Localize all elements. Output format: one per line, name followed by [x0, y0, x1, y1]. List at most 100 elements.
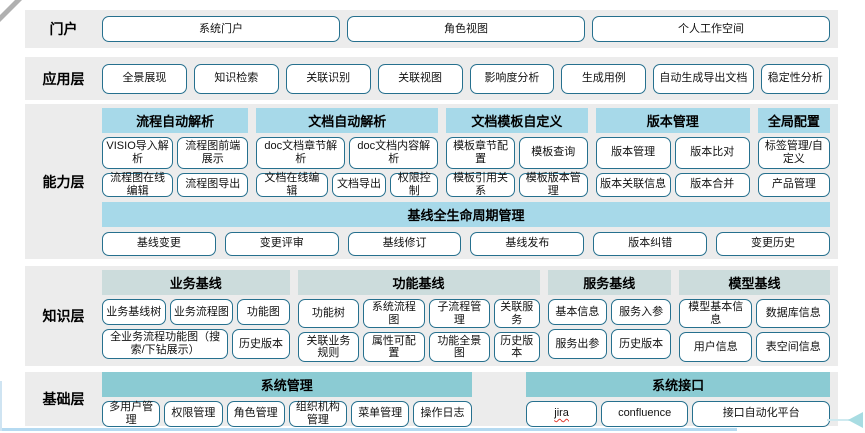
box-personal-workspace[interactable]: 个人工作空间 [592, 16, 830, 42]
box-subprocess-mgmt[interactable]: 子流程管理 [428, 298, 491, 329]
group-row: 关联业务规则 属性可配置 功能全景图 历史版本 [297, 332, 540, 363]
header-version-mgmt: 版本管理 [595, 107, 750, 133]
box-change-review[interactable]: 变更评审 [224, 231, 339, 256]
box-service-input-param[interactable]: 服务入参 [611, 298, 671, 325]
box-version-compare[interactable]: 版本比对 [674, 136, 750, 169]
box-business-flowchart[interactable]: 业务流程图 [169, 298, 234, 325]
box-flowchart-online-edit[interactable]: 流程图在线编辑 [102, 172, 174, 197]
box-function-diagram[interactable]: 功能图 [237, 298, 290, 325]
box-related-business-rule[interactable]: 关联业务规则 [297, 332, 360, 363]
box-panorama-display[interactable]: 全景展现 [102, 63, 187, 94]
box-tablespace-info[interactable]: 表空间信息 [756, 332, 830, 363]
foundation-gap [472, 372, 527, 427]
box-menu-mgmt[interactable]: 菜单管理 [351, 400, 410, 427]
box-baseline-change[interactable]: 基线变更 [102, 231, 216, 256]
box-template-reference-relation[interactable]: 模板引用关系 [446, 172, 515, 197]
box-function-panorama[interactable]: 功能全景图 [428, 332, 491, 363]
box-jira[interactable]: jira [526, 400, 597, 427]
box-flowchart-front-display[interactable]: 流程图前端展示 [177, 136, 249, 169]
box-version-relation-info[interactable]: 版本关联信息 [595, 172, 671, 197]
header-model-baseline: 模型基线 [678, 269, 830, 295]
header-baseline-lifecycle: 基线全生命周期管理 [102, 201, 830, 227]
box-generate-usecase[interactable]: 生成用例 [561, 63, 647, 94]
box-version-mgmt[interactable]: 版本管理 [595, 136, 671, 169]
box-doc-content-parse[interactable]: doc文档内容解析 [349, 136, 439, 169]
header-process-auto-parse: 流程自动解析 [102, 107, 249, 133]
knowledge-groups-row: 业务基线 业务基线树 业务流程图 功能图 全业务流程功能图（搜索/下钻展示） 历… [102, 269, 830, 363]
box-function-tree[interactable]: 功能树 [297, 298, 360, 329]
box-system-flowchart[interactable]: 系统流程图 [363, 298, 425, 329]
box-business-baseline-tree[interactable]: 业务基线树 [102, 298, 166, 325]
box-version-correction[interactable]: 版本纠错 [593, 231, 708, 256]
box-operation-log[interactable]: 操作日志 [413, 400, 472, 427]
box-role-mgmt[interactable]: 角色管理 [226, 400, 285, 427]
application-buttons-row: 全景展现 知识检索 关联识别 关联视图 影响度分析 生成用例 自动生成导出文档 … [102, 63, 830, 94]
box-history-version-service[interactable]: 历史版本 [611, 328, 671, 359]
group-row: 模板引用关系 模板版本管理 [446, 172, 588, 197]
left-arrow-icon [848, 412, 863, 428]
box-change-history[interactable]: 变更历史 [716, 231, 830, 256]
group-row: 全业务流程功能图（搜索/下钻展示） 历史版本 [102, 328, 290, 359]
capability-group-doc-auto-parse: 文档自动解析 doc文档章节解析 doc文档内容解析 文档在线编辑 文档导出 权… [256, 107, 439, 197]
bottom-accent-line [0, 428, 737, 431]
box-attribute-configurable[interactable]: 属性可配置 [363, 332, 425, 363]
box-history-version-business[interactable]: 历史版本 [232, 328, 290, 359]
box-visio-import-parse[interactable]: VISIO导入解析 [102, 136, 174, 169]
box-baseline-publish[interactable]: 基线发布 [470, 231, 585, 256]
box-doc-chapter-parse[interactable]: doc文档章节解析 [256, 136, 346, 169]
box-version-merge[interactable]: 版本合并 [674, 172, 750, 197]
capability-group-global-config: 全局配置 标签管理/自定义 产品管理 [757, 107, 830, 197]
layer-label-knowledge: 知识层 [42, 308, 85, 324]
header-business-baseline: 业务基线 [102, 269, 290, 295]
group-row: 业务基线树 业务流程图 功能图 [102, 298, 290, 325]
box-confluence[interactable]: confluence [600, 400, 689, 427]
box-full-business-flow-function-diagram[interactable]: 全业务流程功能图（搜索/下钻展示） [102, 328, 229, 359]
group-row: 多用户管理 权限管理 角色管理 组织机构管理 菜单管理 操作日志 [102, 400, 472, 427]
application-layer-band: 应用层 全景展现 知识检索 关联识别 关联视图 影响度分析 生成用例 自动生成导… [25, 57, 838, 100]
box-baseline-revise[interactable]: 基线修订 [347, 231, 462, 256]
box-relation-view[interactable]: 关联视图 [377, 63, 463, 94]
portal-buttons-row: 系统门户 角色视图 个人工作空间 [102, 16, 830, 42]
group-row: jira confluence 接口自动化平台 [526, 400, 830, 427]
box-doc-export[interactable]: 文档导出 [331, 172, 387, 197]
box-template-query[interactable]: 模板查询 [518, 136, 588, 169]
box-model-basic-info[interactable]: 模型基本信息 [678, 298, 753, 329]
box-product-mgmt[interactable]: 产品管理 [757, 172, 830, 197]
header-system-interface: 系统接口 [526, 371, 830, 397]
box-org-structure-mgmt[interactable]: 组织机构管理 [288, 400, 348, 427]
box-flowchart-export[interactable]: 流程图导出 [177, 172, 249, 197]
box-template-chapter-config[interactable]: 模板章节配置 [446, 136, 515, 169]
box-template-version-mgmt[interactable]: 模板版本管理 [518, 172, 588, 197]
box-interface-automation-platform[interactable]: 接口自动化平台 [692, 400, 830, 427]
capability-layer-band: 能力层 流程自动解析 VISIO导入解析 流程图前端展示 流程图在线编辑 流程图… [25, 104, 838, 259]
box-auto-generate-export-doc[interactable]: 自动生成导出文档 [653, 63, 754, 94]
group-row: 功能树 系统流程图 子流程管理 关联服务 [297, 298, 540, 329]
knowledge-layer-band: 知识层 业务基线 业务基线树 业务流程图 功能图 全业务流程功能图（搜索/下钻展… [25, 266, 838, 366]
box-user-info[interactable]: 用户信息 [678, 332, 753, 363]
box-tag-mgmt-custom[interactable]: 标签管理/自定义 [757, 136, 830, 169]
box-permission-mgmt[interactable]: 权限管理 [164, 400, 223, 427]
box-service-output-param[interactable]: 服务出参 [547, 328, 608, 359]
group-row: 文档在线编辑 文档导出 权限控制 [256, 172, 439, 197]
box-multi-user-mgmt[interactable]: 多用户管理 [102, 400, 161, 427]
box-knowledge-search[interactable]: 知识检索 [193, 63, 279, 94]
box-role-view[interactable]: 角色视图 [347, 16, 585, 42]
box-basic-info[interactable]: 基本信息 [547, 298, 608, 325]
box-history-version-function[interactable]: 历史版本 [494, 332, 540, 363]
capability-groups-row: 流程自动解析 VISIO导入解析 流程图前端展示 流程图在线编辑 流程图导出 文… [102, 107, 830, 197]
group-row: 流程图在线编辑 流程图导出 [102, 172, 249, 197]
box-system-portal[interactable]: 系统门户 [102, 16, 340, 42]
box-impact-analysis[interactable]: 影响度分析 [469, 63, 555, 94]
box-permission-control[interactable]: 权限控制 [390, 172, 439, 197]
capability-content: 流程自动解析 VISIO导入解析 流程图前端展示 流程图在线编辑 流程图导出 文… [102, 107, 830, 256]
corner-fold-decoration-inner [0, 0, 15, 15]
box-database-info[interactable]: 数据库信息 [756, 298, 830, 329]
box-stability-analysis[interactable]: 稳定性分析 [760, 63, 830, 94]
knowledge-group-function-baseline: 功能基线 功能树 系统流程图 子流程管理 关联服务 关联业务规则 属性可配置 功… [297, 269, 540, 363]
box-doc-online-edit[interactable]: 文档在线编辑 [256, 172, 328, 197]
header-doc-template-custom: 文档模板自定义 [446, 107, 588, 133]
box-relation-identify[interactable]: 关联识别 [285, 63, 371, 94]
header-global-config: 全局配置 [757, 107, 830, 133]
baseline-buttons-row: 基线变更 变更评审 基线修订 基线发布 版本纠错 变更历史 [102, 231, 830, 256]
box-related-service[interactable]: 关联服务 [494, 298, 540, 329]
